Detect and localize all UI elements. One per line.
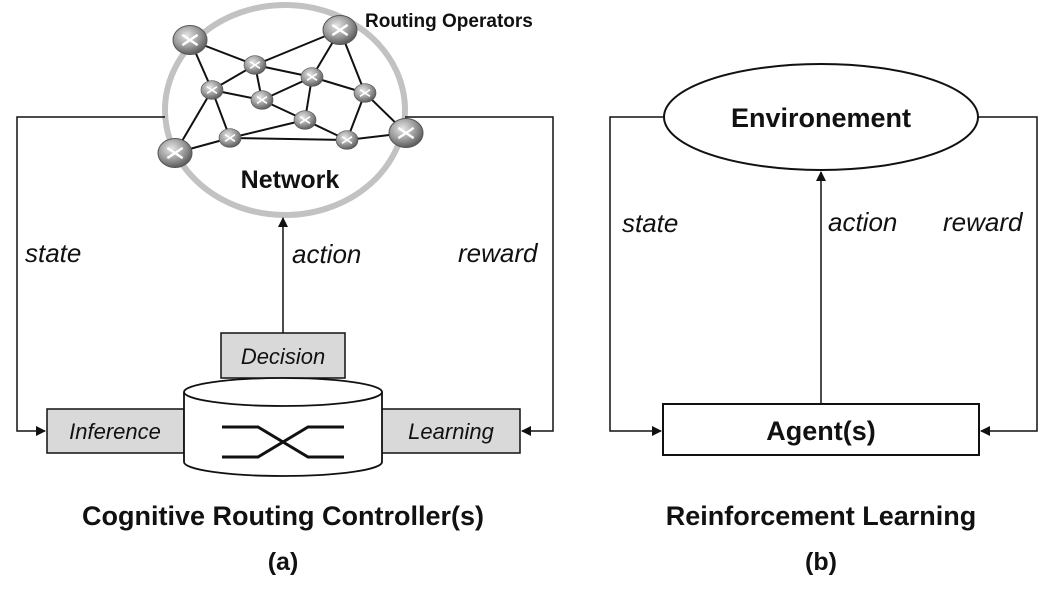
router-icon <box>218 127 242 149</box>
environment-label: Environement <box>731 103 911 133</box>
inference-box <box>46 408 185 454</box>
panel-a-caption: (a) <box>268 548 299 576</box>
reward-arrow-a <box>405 116 554 436</box>
reward-label-b: reward <box>943 207 1024 237</box>
inference-label: Inference <box>69 419 161 444</box>
router-icon <box>250 89 274 111</box>
agent-label: Agent(s) <box>766 416 876 446</box>
router-icon <box>335 129 359 151</box>
router-icon <box>387 117 425 149</box>
panel-b: Environement Agent(s) state action rewar… <box>609 63 1038 576</box>
panel-b-caption: (b) <box>805 548 837 576</box>
crossover-icon <box>222 425 344 459</box>
reward-label-a: reward <box>458 238 539 268</box>
routing-operators-label: Routing Operators <box>365 11 533 32</box>
router-icon <box>353 82 377 104</box>
state-arrow-a <box>16 116 165 436</box>
agent-box <box>662 403 980 456</box>
router-icon <box>293 109 317 131</box>
state-label-a: state <box>25 238 81 268</box>
panel-a: Routing Operators Network state action r… <box>16 2 554 576</box>
decision-label: Decision <box>241 344 325 369</box>
state-arrow-b <box>609 116 664 436</box>
router-icon <box>200 79 224 101</box>
router-cylinder <box>183 377 383 477</box>
action-label-b: action <box>828 207 897 237</box>
learning-label: Learning <box>408 419 494 444</box>
action-label-a: action <box>292 239 361 269</box>
panel-a-title: Cognitive Routing Controller(s) <box>82 501 484 531</box>
panel-b-title: Reinforcement Learning <box>666 501 977 531</box>
router-icon <box>243 54 267 76</box>
state-label-b: state <box>622 208 678 238</box>
network-label: Network <box>241 166 340 194</box>
reward-arrow-b <box>978 116 1038 436</box>
router-icon <box>156 137 194 169</box>
router-icon <box>321 14 359 46</box>
router-icon <box>171 24 209 56</box>
router-icon <box>300 66 324 88</box>
